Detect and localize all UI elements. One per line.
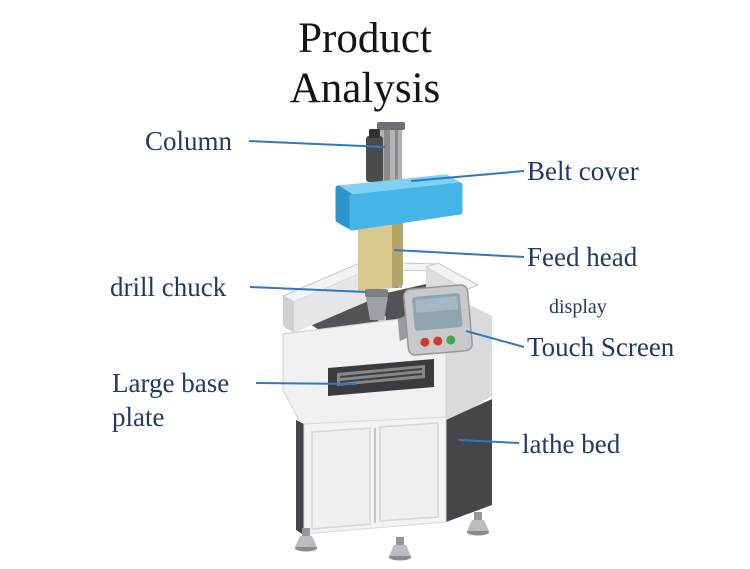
drill-chuck-part [365,289,388,334]
foot-middle [389,537,411,561]
motor-part [366,129,383,182]
base-plate-part [328,359,434,396]
title-line-2: Analysis [289,65,441,112]
label-belt-cover: Belt cover [527,156,639,186]
label-touch-screen: Touch Screen [527,332,675,362]
page-title: Product Analysis [235,14,495,114]
title-line-1: Product [298,15,432,62]
leader-column [248,140,386,148]
display-part [397,284,473,356]
foot-left [295,528,317,552]
leader-touch-screen [465,330,525,348]
label-large-base-plate: Large base plate [112,366,229,434]
leader-lathe-bed [458,439,520,444]
foot-right [467,512,489,536]
leader-belt-cover [410,170,525,182]
leader-base-plate [255,382,357,385]
green-button-icon [446,335,456,345]
red-button-icon [433,336,443,346]
leader-drill-chuck [249,286,367,293]
label-large-base-plate-line2: plate [112,402,165,432]
label-feed-head: Feed head [527,242,638,272]
red-button-icon [420,337,430,347]
label-drill-chuck: drill chuck [110,272,227,302]
label-column: Column [145,126,233,156]
belt-cover-part [335,174,463,231]
leader-lines [248,140,525,444]
cabinet-part [296,399,492,535]
leader-feed-head [393,249,525,258]
label-display: display [549,296,607,318]
label-large-base-plate-line1: Large base [112,368,230,398]
label-lathe-bed: lathe bed [522,429,621,459]
feet-part [295,512,489,561]
